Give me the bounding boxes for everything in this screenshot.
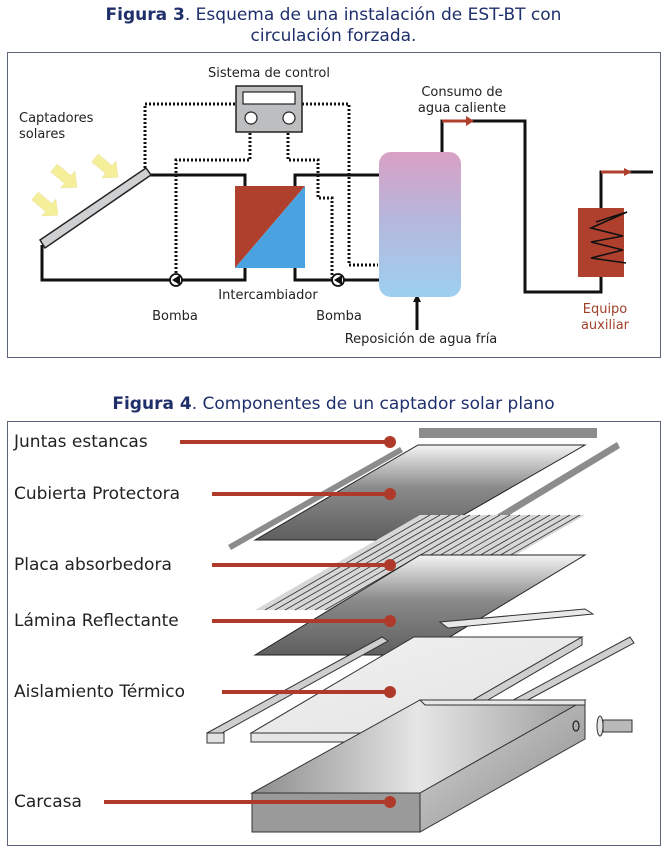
sun-arrow-icon bbox=[31, 191, 59, 217]
leader-lines bbox=[104, 436, 396, 808]
protective-cover bbox=[253, 444, 587, 541]
leader-dot bbox=[384, 488, 396, 500]
arrow-right-icon bbox=[466, 116, 474, 126]
figure-3-title: Figura 3. Esquema de una instalación de … bbox=[0, 5, 667, 25]
label-hot-water-2: agua caliente bbox=[418, 101, 506, 116]
seal-strip-left bbox=[228, 447, 403, 550]
label-aux-2: auxiliar bbox=[581, 318, 630, 333]
label-control-system: Sistema de control bbox=[208, 66, 330, 81]
absorber-tube bbox=[314, 514, 481, 611]
leader-dot bbox=[384, 559, 396, 571]
component-label: Juntas estancas bbox=[13, 432, 148, 452]
control-unit bbox=[235, 85, 303, 133]
insulation-side-bar-top bbox=[438, 608, 595, 629]
absorber-tube bbox=[284, 514, 451, 611]
label-cold-water: Reposición de agua fría bbox=[345, 332, 498, 347]
control-wire-collector bbox=[143, 102, 236, 168]
figure-4-caption: . Componentes de un captador solar plano bbox=[191, 394, 555, 414]
absorber-tube bbox=[264, 514, 431, 611]
pipe-hot-consumption bbox=[440, 119, 603, 294]
pipe-exchanger-to-tank bbox=[293, 173, 380, 187]
figure-3-number: Figura 3 bbox=[105, 5, 185, 25]
control-wire-pump-left bbox=[174, 133, 252, 278]
pump-right-icon bbox=[331, 273, 345, 287]
figure-4-title: Figura 4. Componentes de un captador sol… bbox=[0, 394, 667, 414]
pipe-collector-out bbox=[148, 173, 247, 187]
component-label: Placa absorbedora bbox=[14, 555, 172, 575]
label-collectors-2: solares bbox=[19, 127, 65, 142]
label-pump-left: Bomba bbox=[152, 309, 198, 324]
leader-dot bbox=[384, 796, 396, 808]
sun-arrow-icon bbox=[50, 163, 78, 189]
label-hot-water-1: Consumo de bbox=[421, 85, 502, 100]
bolt-icon bbox=[596, 715, 633, 737]
solar-collector bbox=[38, 166, 153, 250]
figure-3-caption: . Esquema de una instalación de EST-BT c… bbox=[184, 5, 562, 25]
sun-rays bbox=[31, 153, 119, 217]
sun-arrow-icon bbox=[91, 153, 119, 179]
control-wire-pump-right bbox=[286, 133, 334, 278]
storage-tank bbox=[379, 152, 461, 297]
label-exchanger: Intercambiador bbox=[218, 288, 318, 303]
control-wires bbox=[143, 102, 378, 278]
casing-hole-icon bbox=[572, 720, 580, 732]
absorber-tube bbox=[294, 514, 461, 611]
pipe-tank-to-exchanger bbox=[293, 268, 380, 282]
auxiliary-heater bbox=[578, 208, 628, 277]
leader-dot bbox=[384, 686, 396, 698]
reflective-sheet bbox=[253, 554, 587, 656]
control-knob-icon bbox=[244, 111, 258, 125]
hot-outlet-arrows bbox=[442, 116, 632, 176]
leader-dot bbox=[384, 436, 396, 448]
arrow-right-icon bbox=[624, 168, 632, 176]
figure-3-title-line2: circulación forzada. bbox=[250, 26, 417, 46]
label-aux-1: Equipo bbox=[583, 302, 628, 317]
absorber-tube bbox=[274, 514, 441, 611]
cold-inlet-arrow-icon bbox=[413, 294, 421, 302]
label-collectors-1: Captadores bbox=[19, 111, 94, 126]
control-knob-icon bbox=[282, 111, 296, 125]
component-label: Lámina Reflectante bbox=[14, 611, 179, 631]
figure-3-diagram: Sistema de control Captadores solares Co… bbox=[19, 66, 653, 347]
control-display bbox=[242, 91, 296, 105]
frame-bar-left bbox=[206, 636, 389, 744]
heating-coil-icon bbox=[588, 211, 628, 264]
pipe-collector-return bbox=[40, 245, 247, 282]
pipes bbox=[40, 119, 653, 330]
heat-exchanger bbox=[235, 186, 305, 268]
seal-strip-top bbox=[419, 428, 597, 438]
leader-dot bbox=[384, 615, 396, 627]
pump-left-icon bbox=[169, 273, 183, 287]
component-label: Carcasa bbox=[14, 792, 82, 812]
component-label: Aislamiento Térmico bbox=[14, 682, 185, 702]
component-label: Cubierta Protectora bbox=[14, 484, 180, 504]
label-pump-right: Bomba bbox=[316, 309, 362, 324]
figure-4-number: Figura 4 bbox=[112, 394, 192, 414]
